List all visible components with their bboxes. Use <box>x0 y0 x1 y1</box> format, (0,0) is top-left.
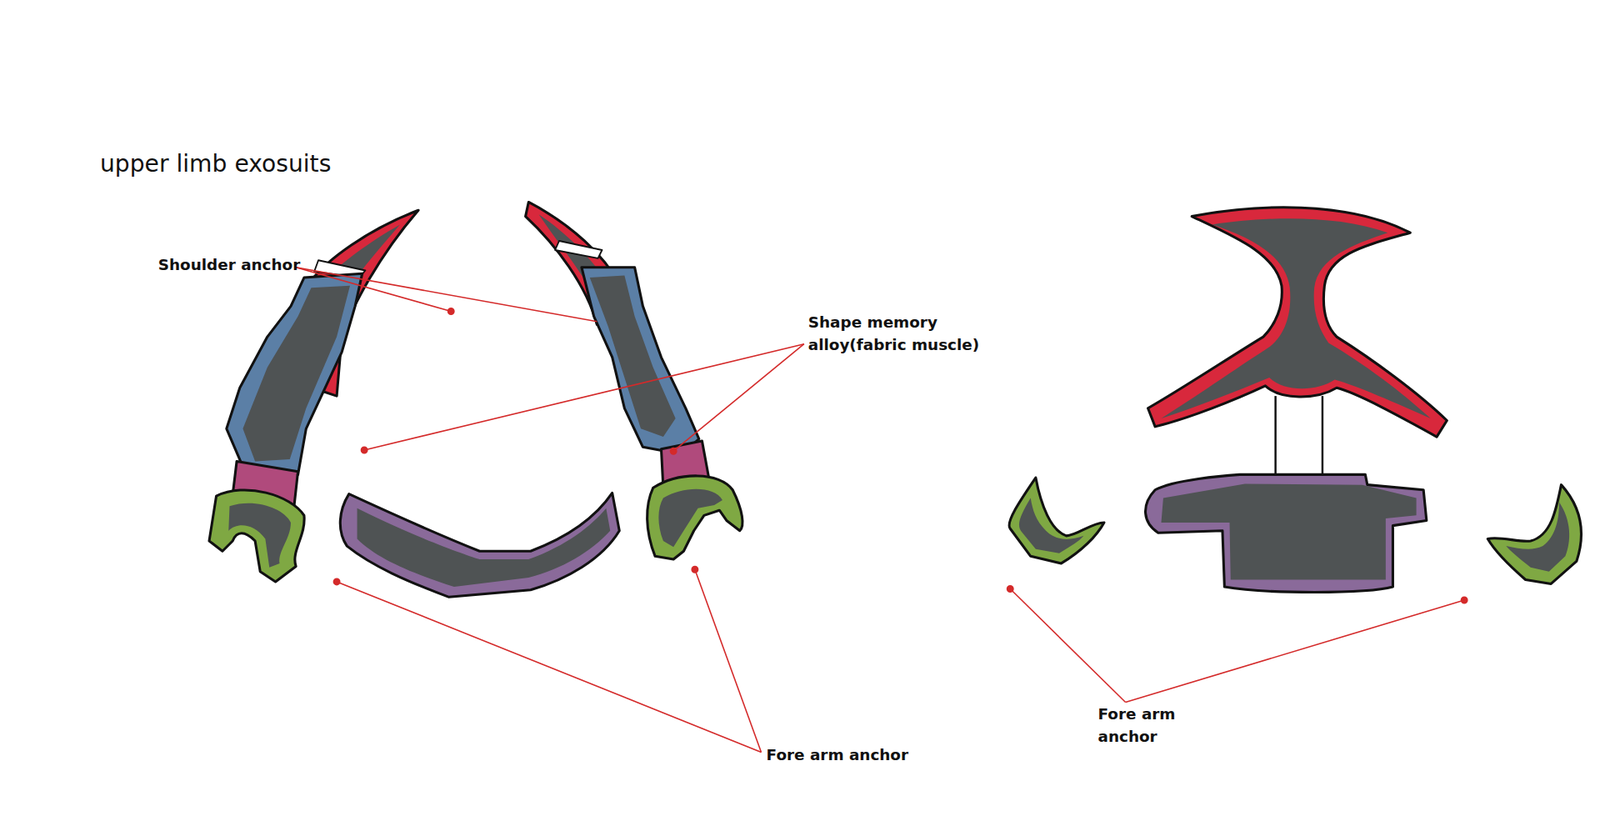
arm-band <box>226 273 363 475</box>
part-label: Fore arm anchor <box>1098 704 1190 749</box>
part-label: Shoulder anchor <box>158 255 300 278</box>
forearm-anchor <box>209 490 305 582</box>
forearm-anchor <box>647 475 743 560</box>
back-belt <box>340 492 620 597</box>
forearm-anchor <box>1009 477 1105 564</box>
forearm-anchor <box>1487 485 1581 585</box>
back-body <box>1145 474 1427 592</box>
part-label: Fore arm anchor <box>766 745 909 768</box>
leader-lines <box>295 267 1468 753</box>
arm-band <box>581 267 700 455</box>
diagram-title: upper limb exosuits <box>100 146 331 181</box>
part-label: Shape memory alloy(fabric muscle) <box>808 312 987 357</box>
shoulder-anchor <box>1148 207 1448 437</box>
